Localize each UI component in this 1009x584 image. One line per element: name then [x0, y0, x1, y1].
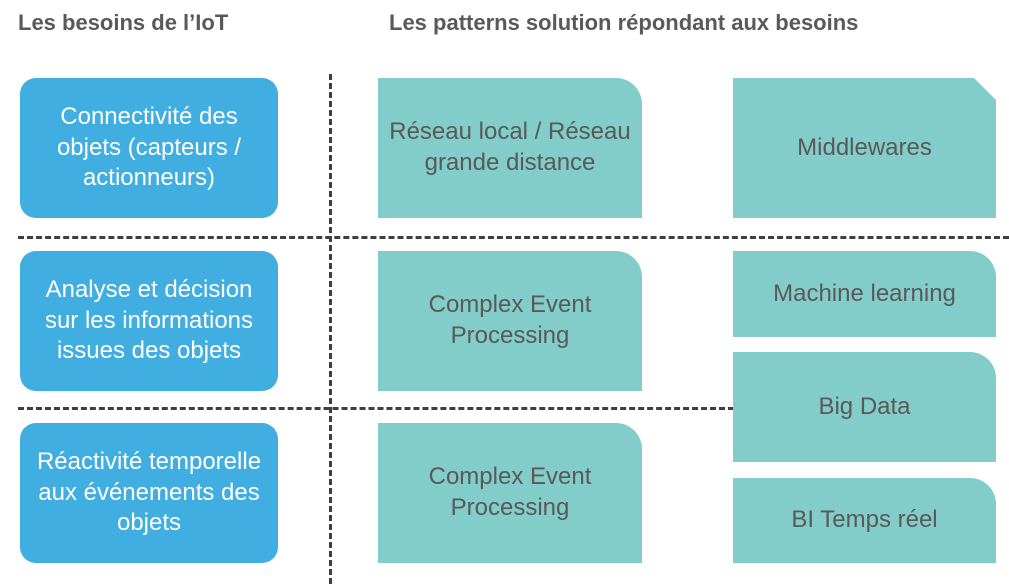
pattern-box-middlewares[interactable]: Middlewares: [733, 78, 996, 218]
pattern-box-big-data[interactable]: Big Data: [733, 352, 996, 462]
need-box-connectivity[interactable]: Connectivité des objets (capteurs / acti…: [20, 78, 278, 218]
need-box-temporal-reactivity[interactable]: Réactivité temporelle aux événements des…: [20, 423, 278, 563]
needs-column-heading: Les besoins de l’IoT: [18, 10, 229, 35]
pattern-box-network[interactable]: Réseau local / Réseau grande distance: [378, 78, 642, 218]
horizontal-dashed-divider-2: [18, 407, 734, 410]
need-box-analysis-decision[interactable]: Analyse et décision sur les informations…: [20, 251, 278, 391]
patterns-column-heading: Les patterns solution répondant aux beso…: [389, 10, 859, 35]
pattern-box-machine-learning[interactable]: Machine learning: [733, 251, 996, 337]
pattern-box-complex-event-processing-2[interactable]: Complex Event Processing: [378, 423, 642, 563]
pattern-box-bi-temps-reel[interactable]: BI Temps réel: [733, 478, 996, 563]
vertical-dashed-divider: [329, 74, 332, 584]
horizontal-dashed-divider-1: [18, 236, 1009, 239]
pattern-box-complex-event-processing-1[interactable]: Complex Event Processing: [378, 251, 642, 391]
